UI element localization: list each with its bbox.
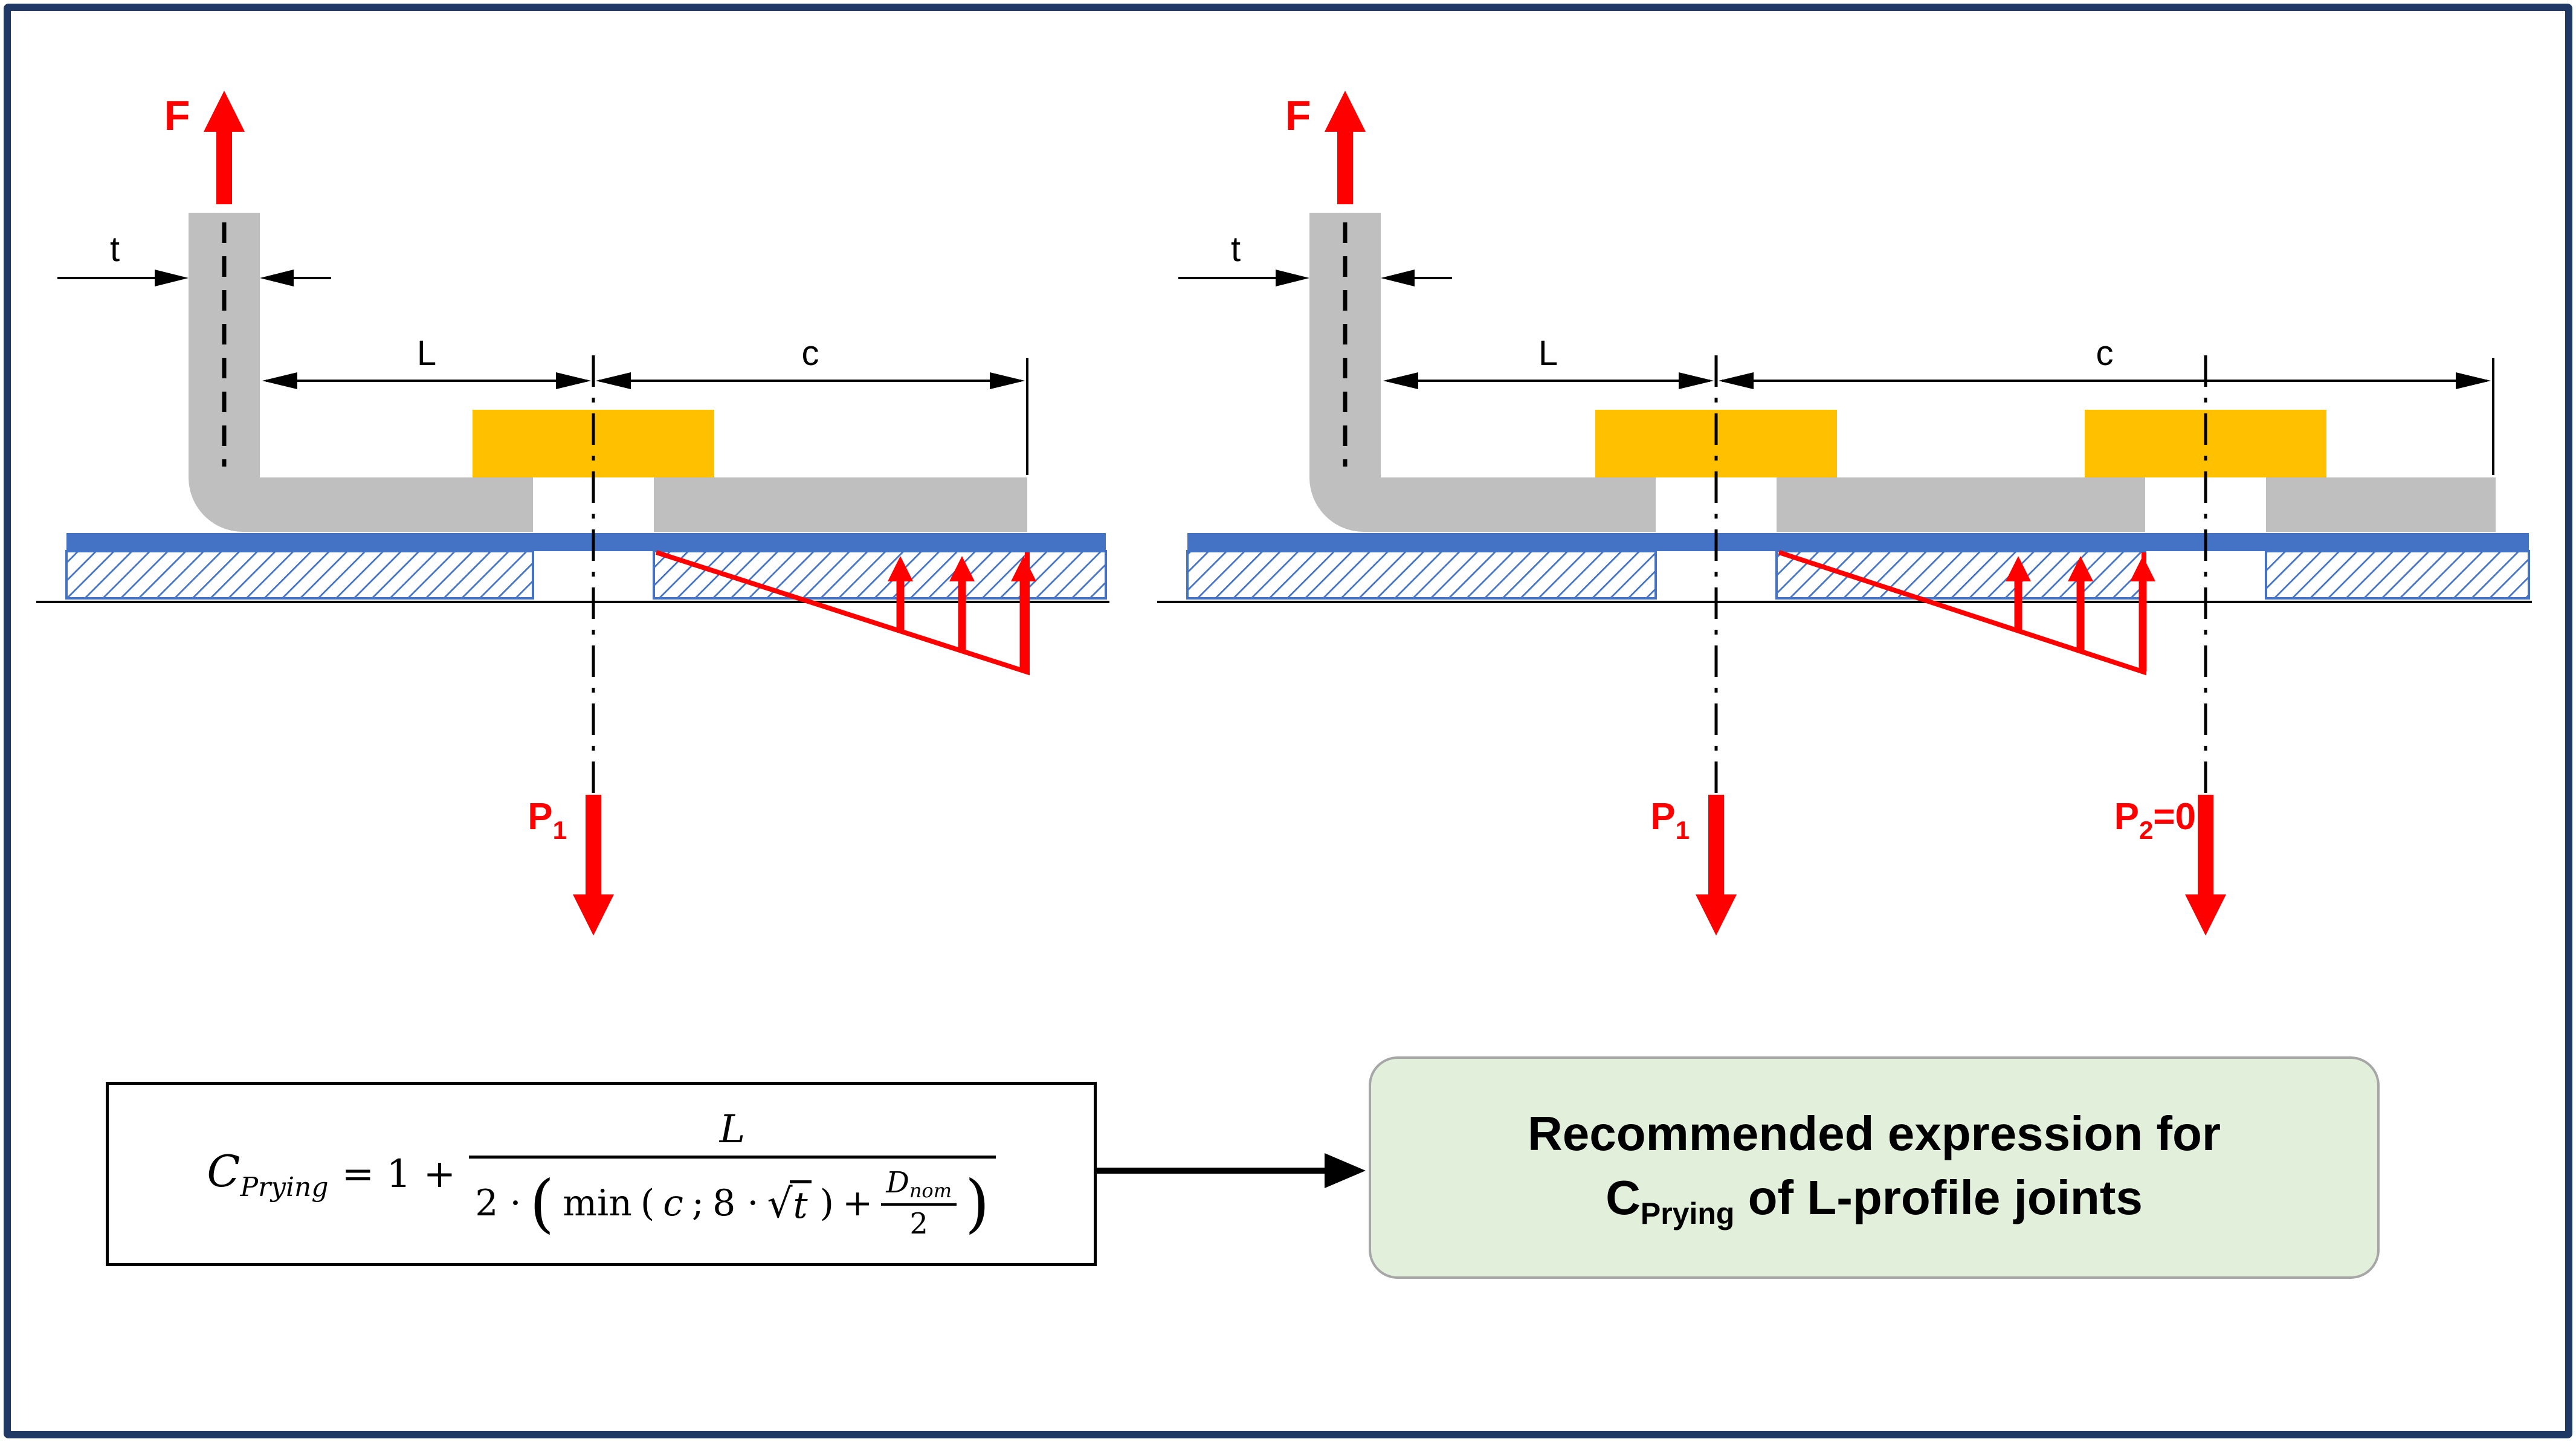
dim-arrow-icon <box>1276 270 1309 286</box>
nom-subscript: nom <box>909 1179 952 1202</box>
base-plate-segment <box>2265 550 2530 600</box>
p2-label: P2=0 <box>2114 796 2196 844</box>
prying-formula-box: CPrying = 1 + L 2 · ( min( c ; 8 · √t ) … <box>106 1082 1097 1266</box>
base-plate-segment <box>1186 550 1657 600</box>
dim-arrow-icon <box>260 270 294 286</box>
coefficient-8: 8 · <box>712 1182 759 1224</box>
l-profile <box>189 213 533 532</box>
prying-subscript: Prying <box>1640 1196 1735 1230</box>
dim-arrow-icon <box>556 372 591 389</box>
prying-formula: CPrying = 1 + L 2 · ( min( c ; 8 · √t ) … <box>207 1107 996 1241</box>
sqrt-term: √t <box>767 1180 812 1227</box>
dim-arrow-icon <box>2456 372 2491 389</box>
plus-sign: + <box>842 1182 873 1224</box>
formula-lhs: CPrying <box>207 1146 328 1203</box>
dim-c: c <box>1719 334 2494 475</box>
bolt-force-p1: P1 <box>1650 795 1737 936</box>
pressure-arrow-head-icon <box>2006 556 2031 581</box>
dim-arrow-icon <box>262 372 297 389</box>
force-F-label: F <box>164 92 190 139</box>
dim-t-label: t <box>110 230 120 269</box>
dim-arrow-icon <box>1679 372 1714 389</box>
dim-c: c <box>596 334 1028 475</box>
flange-outer-segment <box>654 477 1027 532</box>
dim-arrow-icon <box>1383 372 1418 389</box>
min-close-paren: ) <box>819 1182 834 1224</box>
connector-arrow <box>1093 1153 1366 1188</box>
base-plate-segment <box>65 550 534 600</box>
callout-line2-rest: of L-profile joints <box>1734 1170 2143 1224</box>
p1-label: P1 <box>528 796 567 844</box>
right-joint-figure: t L c <box>1157 91 2532 936</box>
p1-arrow-head-icon <box>573 894 614 936</box>
min-operator: min <box>563 1182 632 1224</box>
dim-L-label: L <box>1538 334 1558 373</box>
pressure-arrow-head-icon <box>2068 556 2093 581</box>
radicand-t: t <box>789 1180 812 1227</box>
dim-arrow-icon <box>155 270 189 286</box>
arg-c: c <box>663 1182 683 1224</box>
bolt-force-p1: P1 <box>528 795 614 936</box>
force-arrow-head-icon <box>204 91 245 132</box>
close-paren: ) <box>965 1166 990 1240</box>
dim-t-label: t <box>1231 230 1241 269</box>
dim-c-label: c <box>2096 334 2114 373</box>
bolt-force-p2: P2=0 <box>2114 795 2226 936</box>
dim-arrow-icon <box>990 372 1025 389</box>
force-arrow-head-icon <box>1325 91 1366 132</box>
thin-plate <box>1187 533 2529 551</box>
left-joint-figure: t L c <box>36 91 1109 936</box>
callout-line1: Recommended expression for <box>1528 1107 2221 1161</box>
dnom-numerator: Dnom <box>881 1166 957 1206</box>
prying-pressure-triangle <box>1778 550 2155 676</box>
force-F-label: F <box>1285 92 1311 139</box>
numerator-L: L <box>719 1107 746 1152</box>
dim-L: L <box>1383 334 1714 389</box>
pressure-arrow-head-icon <box>1011 556 1036 581</box>
dim-arrow-icon <box>1719 372 1754 389</box>
min-open-paren: ( <box>640 1182 655 1224</box>
flange-mid-segment <box>1777 477 2145 532</box>
pressure-arrow-head-icon <box>949 556 975 581</box>
thin-plate <box>66 533 1106 551</box>
dim-L: L <box>262 334 591 389</box>
c-symbol: C <box>1606 1170 1641 1224</box>
connector-arrow-head-icon <box>1325 1153 1366 1188</box>
equals-one-plus: = 1 + <box>341 1151 456 1197</box>
l-profile <box>1309 213 1656 532</box>
radical-icon: √ <box>767 1180 793 1227</box>
open-paren: ( <box>529 1166 555 1240</box>
callout-line2: CPrying of L-profile joints <box>1606 1166 2143 1233</box>
dim-c-label: c <box>802 334 819 373</box>
coefficient-2: 2 · <box>475 1182 521 1224</box>
applied-force-arrow: F <box>164 91 245 204</box>
p1-label: P1 <box>1650 796 1690 844</box>
separator: ; <box>691 1182 705 1224</box>
prying-subscript: Prying <box>240 1171 329 1203</box>
dim-t: t <box>57 230 331 286</box>
dim-t: t <box>1178 230 1452 286</box>
pressure-arrow-head-icon <box>2130 556 2155 581</box>
dim-arrow-icon <box>596 372 631 389</box>
c-symbol: C <box>207 1145 240 1197</box>
d-symbol: D <box>886 1166 909 1200</box>
prying-pressure-triangle <box>655 550 1036 676</box>
dnom-denominator: 2 <box>909 1207 928 1241</box>
recommendation-callout: Recommended expression for CPrying of L-… <box>1369 1056 2380 1279</box>
flange-outer-segment <box>2266 477 2496 532</box>
p2-arrow-head-icon <box>2185 894 2226 936</box>
applied-force-arrow: F <box>1285 91 1366 204</box>
p1-arrow-head-icon <box>1696 894 1737 936</box>
dim-L-label: L <box>417 334 436 373</box>
pressure-arrow-head-icon <box>888 556 913 581</box>
dim-arrow-icon <box>1381 270 1415 286</box>
